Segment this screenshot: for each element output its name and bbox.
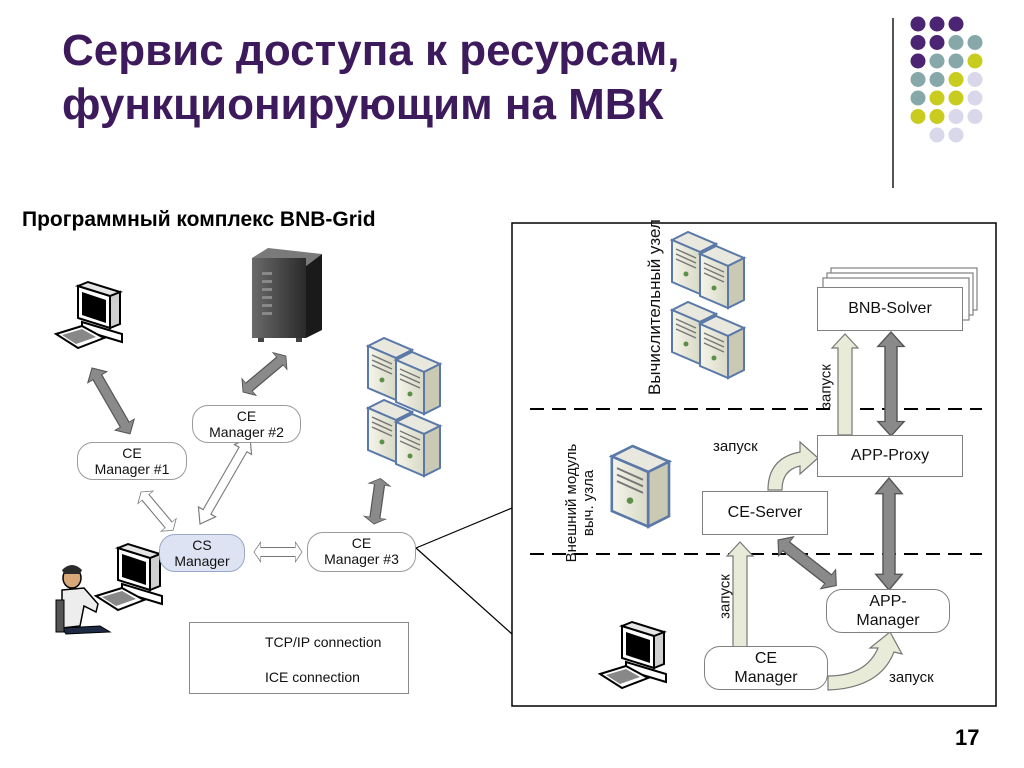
ce-manager-node: CE Manager — [704, 646, 828, 690]
page-number: 17 — [955, 725, 980, 750]
decorative-dot — [948, 109, 964, 124]
decorative-dot — [948, 90, 964, 106]
cs-manager-line1: CS — [192, 537, 212, 553]
launch-label-ce-manager: запуск — [889, 669, 934, 686]
subtitle: Программный комплекс BNB-Grid — [22, 208, 376, 231]
ce-manager-line1: CE — [754, 650, 778, 667]
detail-panel — [511, 222, 997, 707]
ce-manager-1-line1: CE — [122, 445, 142, 461]
decorative-dot — [910, 35, 926, 50]
launch-arrows — [725, 333, 904, 691]
decorative-dot — [929, 35, 945, 50]
decorative-dot — [910, 53, 926, 69]
decorative-dot — [967, 90, 983, 106]
callout-line — [415, 507, 513, 549]
app-manager-line2: Manager — [856, 612, 920, 629]
bnb-solver-box: BNB-Solver — [817, 287, 963, 331]
server-cabinet-icon — [252, 248, 322, 342]
user-workstation-icon — [55, 543, 163, 635]
app-manager-line1: APP- — [869, 593, 907, 610]
decorative-dot — [967, 109, 983, 124]
decorative-dot — [948, 72, 964, 87]
legend-tcp-label: TCP/IP connection — [265, 634, 382, 650]
title-divider — [892, 18, 894, 188]
cs-manager-node: CS Manager — [159, 534, 245, 572]
launch-label-bottom: запуск — [716, 574, 734, 619]
app-manager-node: APP- Manager — [826, 589, 950, 633]
decorative-dot — [967, 53, 983, 69]
decorative-dot — [929, 16, 945, 32]
cs-manager-line2: Manager — [174, 553, 230, 569]
decorative-dot — [910, 16, 926, 32]
ce-manager-1-line2: Manager #1 — [94, 461, 170, 477]
decorative-dot — [910, 109, 926, 124]
ce-manager-2-line2: Manager #2 — [209, 424, 284, 440]
launch-label-top: запуск — [817, 364, 835, 409]
ce-manager-1-node: CE Manager #1 — [77, 442, 187, 480]
slide-title: Сервис доступа к ресурсам, функционирующ… — [62, 24, 862, 132]
decorative-dot — [948, 127, 964, 143]
external-module-server-icon — [610, 444, 671, 528]
decorative-dot — [929, 109, 945, 124]
ce-manager-3-line1: CE — [351, 535, 372, 551]
decorative-dot — [948, 16, 964, 32]
ce-manager-line2: Manager — [734, 669, 798, 686]
launch-label-ce-server: запуск — [713, 438, 758, 455]
decorative-dot — [948, 53, 964, 69]
decorative-dot — [929, 90, 945, 106]
compute-node-label: Вычислительный узел — [645, 219, 664, 395]
legend: TCP/IP connection ICE connection — [189, 622, 409, 694]
decorative-dot — [967, 72, 983, 87]
decorative-dot — [929, 127, 945, 143]
callout-line — [415, 547, 513, 635]
compute-node-icon — [671, 231, 745, 379]
ce-server-box: CE-Server — [702, 491, 828, 535]
ce-workstation-icon — [599, 621, 667, 689]
app-proxy-box: APP-Proxy — [817, 435, 963, 477]
external-module-label: Внешний модуль выч. узла — [563, 443, 597, 563]
decorative-dot — [929, 72, 945, 87]
decorative-dot — [910, 72, 926, 87]
ce-manager-2-node: CE Manager #2 — [192, 405, 301, 443]
legend-ice-label: ICE connection — [265, 669, 360, 685]
server-cluster-icon — [367, 337, 441, 477]
decorative-dot — [910, 90, 926, 106]
title-line-2: функционирующим на МВК — [62, 80, 664, 129]
ce-manager-3-line2: Manager #3 — [324, 551, 399, 567]
ce-manager-3-node: CE Manager #3 — [307, 532, 416, 572]
decorative-dot — [948, 35, 964, 50]
ce-manager-2-line1: CE — [236, 408, 257, 424]
title-line-1: Сервис доступа к ресурсам, — [62, 26, 680, 75]
decorative-dot — [967, 35, 983, 50]
workstation-icon — [55, 281, 123, 349]
decorative-dot — [929, 53, 945, 69]
